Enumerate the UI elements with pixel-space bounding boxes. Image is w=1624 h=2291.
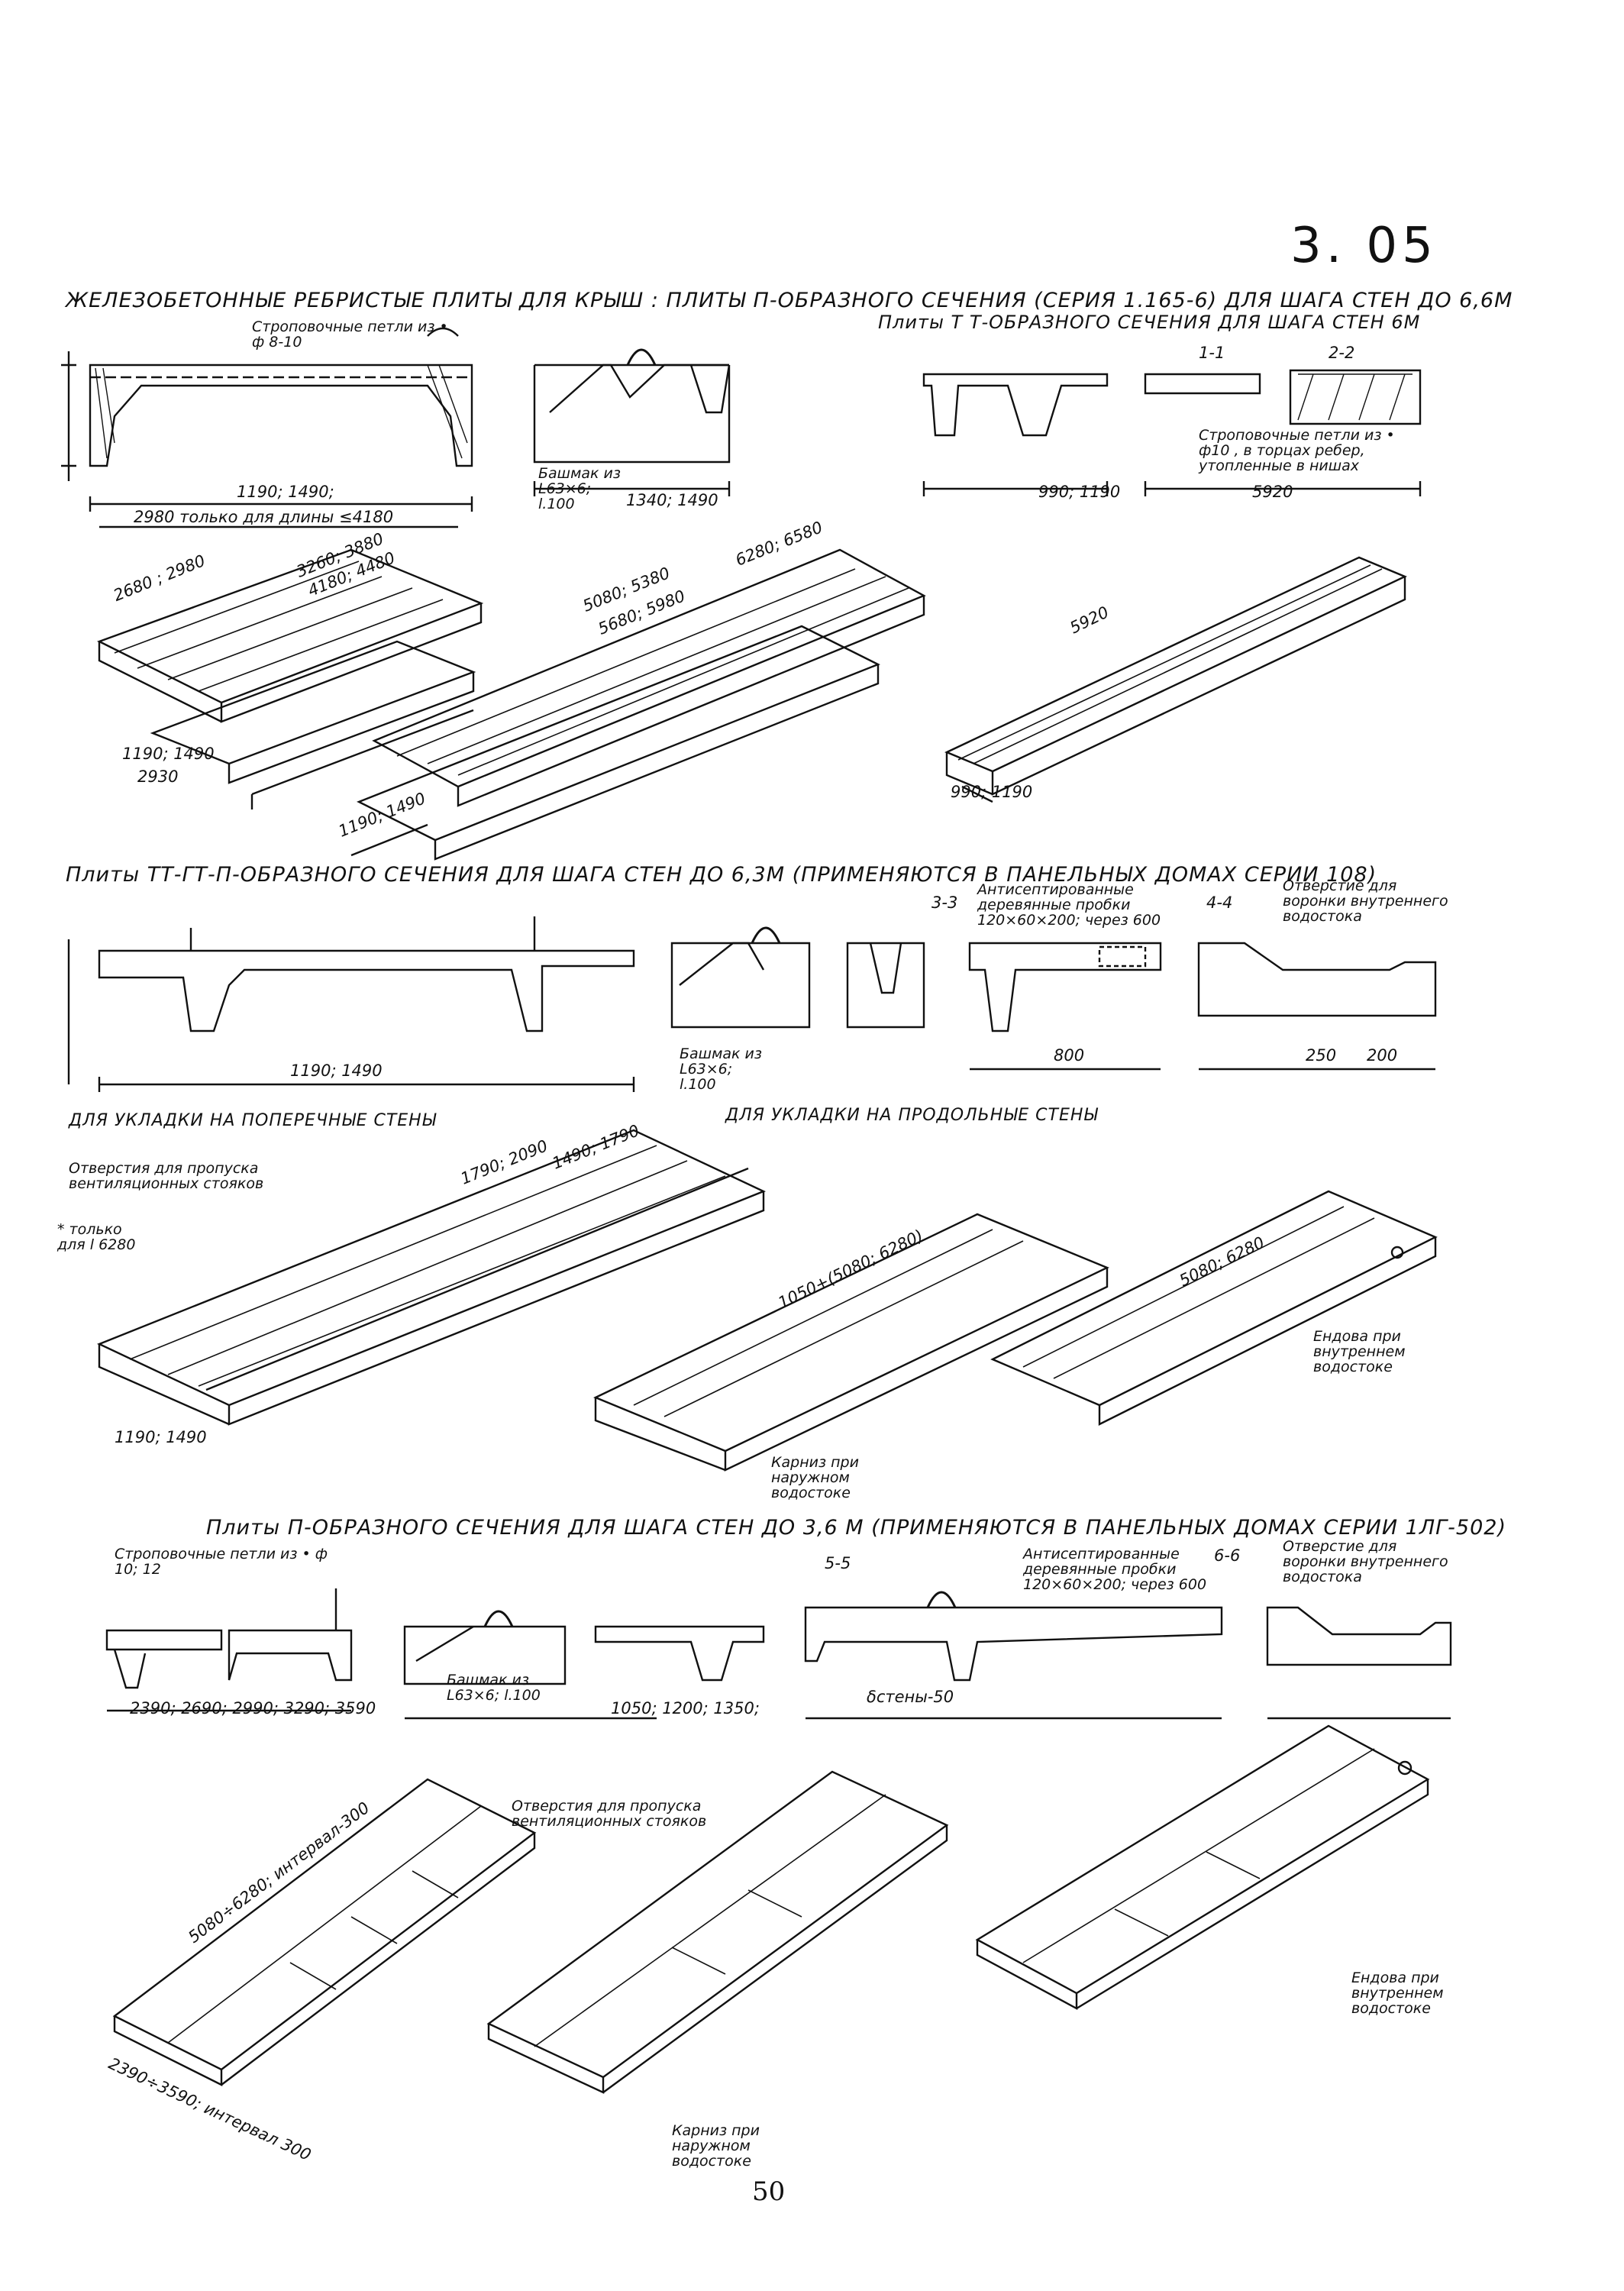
sheet-number: 3. 05 [1290, 218, 1438, 274]
iso-dim-h: 2930 [137, 767, 179, 786]
dim-widths-3: 1050; 1200; 1350; [611, 1699, 760, 1717]
section-label-2-2: 2-2 [1329, 344, 1355, 362]
section3-iso-frame-1 [115, 1779, 534, 2085]
section1-heading-b: Плиты Т Т-ОБРАЗНОГО СЕЧЕНИЯ ДЛЯ ШАГА СТЕ… [878, 312, 1421, 333]
section-label-4-4: 4-4 [1206, 893, 1233, 912]
wall-delta-label: δстены-50 [867, 1688, 954, 1706]
lifting-loops-ribs-label: Строповочные петли из • ф10 , в торцах р… [1199, 427, 1395, 474]
section1-iso-slab-large [351, 550, 924, 859]
iso-dim-g: 1190; 1490 [122, 745, 215, 763]
section3-profile-a [107, 1588, 351, 1711]
dim-200: 200 [1367, 1046, 1398, 1065]
lifting-loops-label-3: Строповочные петли из • ф 10; 12 [115, 1546, 328, 1578]
valley-label: Ендова при внутреннем водостоке [1313, 1328, 1406, 1375]
section1-heading-a: ЖЕЛЕЗОБЕТОННЫЕ РЕБРИСТЫЕ ПЛИТЫ ДЛЯ КРЫШ … [66, 289, 1513, 312]
dim-long-span: 1190; 1490; [237, 483, 334, 501]
shoe-label-2: Башмак из L63×6; l.100 [680, 1045, 763, 1093]
section3-profile-b [405, 1611, 657, 1718]
section-label-1-1: 1-1 [1199, 344, 1225, 362]
section3-section-6-6 [1267, 1608, 1451, 1718]
cross-walls-label: ДЛЯ УКЛАДКИ НА ПОПЕРЕЧНЫЕ СТЕНЫ [69, 1111, 437, 1130]
dim-short-span: 1340; 1490 [626, 491, 718, 509]
section1-sections-1-1-2-2 [1145, 370, 1420, 496]
dim-tt-length: 5920 [1252, 483, 1293, 501]
lifting-loops-label: Строповочные петли из • ф 8-10 [252, 318, 448, 351]
dim-tt-width: 990; 1190 [1038, 483, 1121, 501]
wood-plugs-label: Антисептированные деревянные пробки 120×… [977, 881, 1161, 929]
dim-note-length: 2980 только для длины ≤4180 [134, 508, 394, 526]
section2-section-rib [848, 943, 924, 1027]
cornice-label-3: Карниз при наружном водостоке [672, 2122, 760, 2170]
section3-section-5-5 [806, 1592, 1222, 1718]
section3-iso-frame-2 [489, 1772, 947, 2092]
section1-iso-slab-small [99, 550, 481, 809]
section2-section-pi [672, 928, 809, 1027]
section1-cross-section-pi [534, 350, 729, 496]
section1-longitudinal-profile [61, 328, 472, 527]
section-label-3-3: 3-3 [931, 893, 958, 912]
page-number: 50 [752, 2176, 786, 2207]
section1-cross-section-tt [924, 374, 1107, 496]
dim-800: 800 [1054, 1046, 1085, 1065]
dim-250: 250 [1306, 1046, 1337, 1065]
funnel-hole-label-3: Отверстие для воронки внутреннего водост… [1283, 1538, 1448, 1585]
section2-iso-slab-long [596, 1214, 1107, 1470]
dim-lengths-3: 2390; 2690; 2990; 3290; 3590 [130, 1699, 376, 1717]
valley-label-3: Ендова при внутреннем водостоке [1351, 1969, 1444, 2017]
section2-iso-slab-cross [99, 1130, 764, 1424]
section2-longitudinal-profile [69, 916, 634, 1092]
section2-section-4-4 [1199, 943, 1435, 1069]
vent-holes-label-3: Отверстия для пропуска вентиляционных ст… [512, 1798, 707, 1830]
section1-iso-slab-tt [947, 557, 1405, 802]
wood-plugs-label-3: Антисептированные деревянные пробки 120×… [1023, 1546, 1207, 1593]
section2-heading: Плиты ТТ-ГТ-П-ОБРАЗНОГО СЕЧЕНИЯ ДЛЯ ШАГА… [66, 863, 1377, 887]
dim-span-2: 1190; 1490 [290, 1061, 383, 1080]
iso2-dim-e: 1190; 1490 [115, 1428, 207, 1446]
long-walls-label: ДЛЯ УКЛАДКИ НА ПРОДОЛЬНЫЕ СТЕНЫ [725, 1106, 1099, 1125]
section3-heading: Плиты П-ОБРАЗНОГО СЕЧЕНИЯ ДЛЯ ШАГА СТЕН … [206, 1516, 1506, 1540]
funnel-hole-label: Отверстие для воронки внутреннего водост… [1283, 877, 1448, 925]
section2-iso-slab-valley [993, 1191, 1435, 1424]
cornice-label: Карниз при наружном водостоке [771, 1454, 859, 1501]
section3-iso-frame-3 [977, 1726, 1428, 2008]
iso-dim-tt-width: 990; 1190 [951, 783, 1033, 801]
vent-holes-label: Отверстия для пропуска вентиляционных ст… [69, 1160, 264, 1192]
section3-profile-rib [596, 1627, 764, 1680]
section-label-5-5: 5-5 [825, 1554, 851, 1572]
shoe-label-3: Башмак из L63×6; l.100 [447, 1672, 541, 1704]
section2-section-3-3 [970, 943, 1161, 1069]
only-for-label: * только для l 6280 [57, 1221, 136, 1253]
shoe-label: Башмак из L63×6; l.100 [538, 465, 622, 512]
section-label-6-6: 6-6 [1214, 1546, 1241, 1565]
